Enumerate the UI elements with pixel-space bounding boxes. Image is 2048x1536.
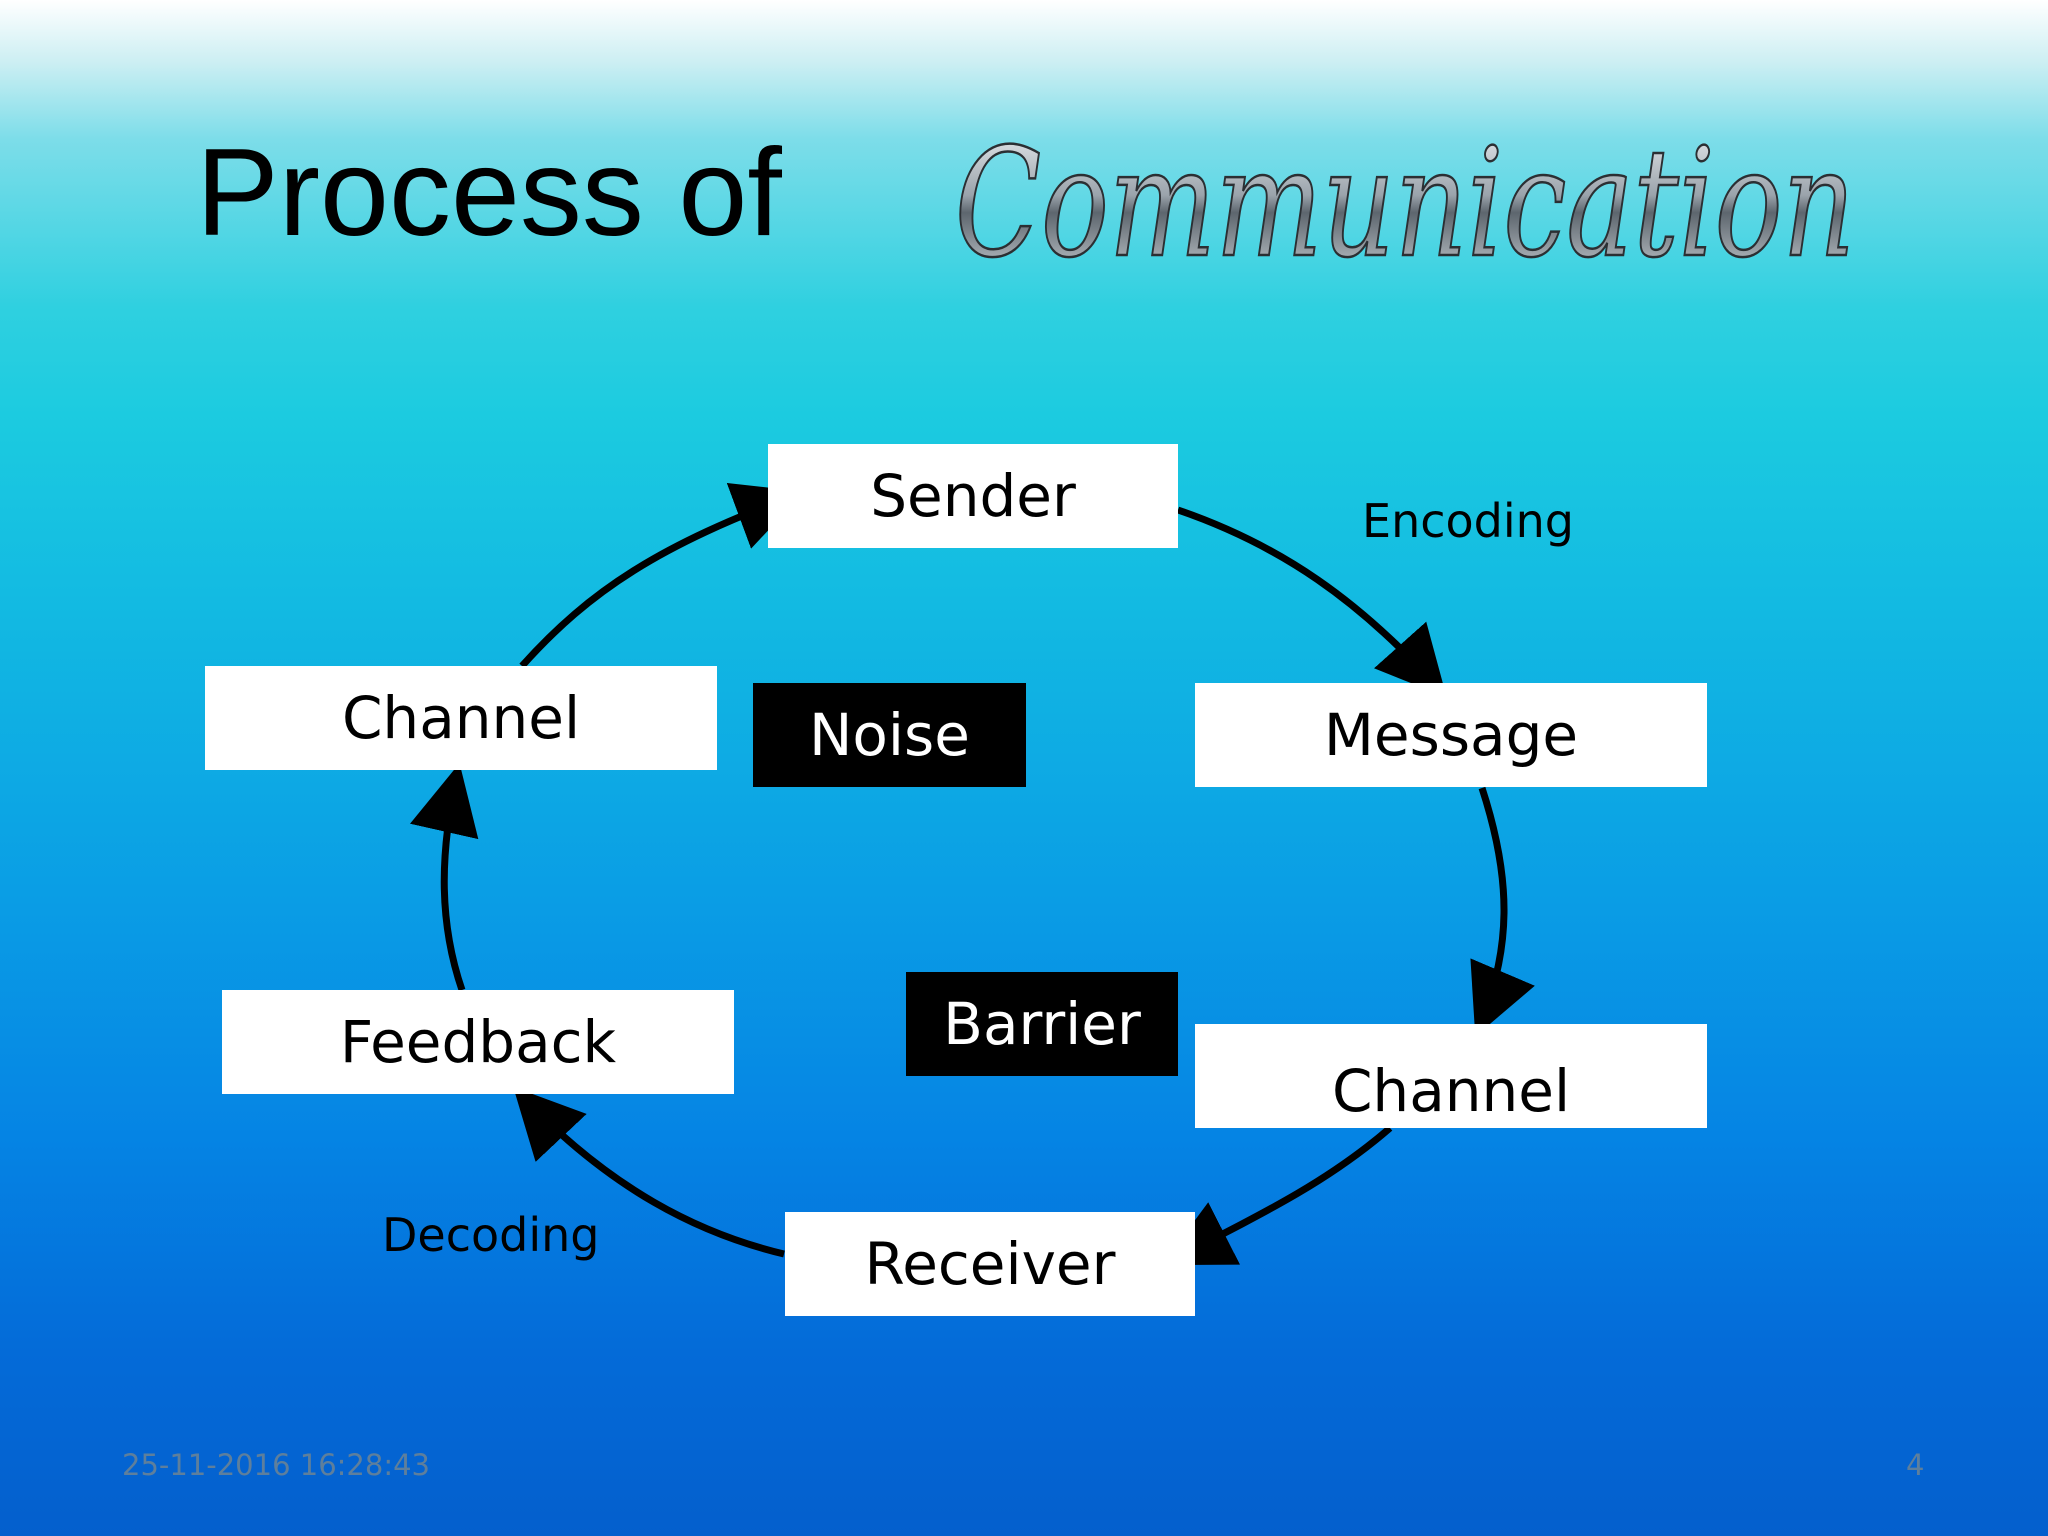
- communication-wordmark: Communication: [954, 116, 1857, 293]
- encoding-label: Encoding: [1362, 494, 1574, 548]
- arrow-channel-to-sender: [519, 483, 805, 669]
- arrow-receiver-to-feedback: [513, 1086, 785, 1258]
- receiver-node: Receiver: [785, 1212, 1195, 1316]
- barrier-node: Barrier: [906, 972, 1178, 1076]
- footer-timestamp: 25-11-2016 16:28:43: [122, 1448, 430, 1482]
- arrow-channel-to-receiver: [1161, 1125, 1393, 1266]
- feedback-node: Feedback: [222, 990, 734, 1094]
- message-node: Message: [1195, 683, 1707, 787]
- channel-left-node: Channel: [205, 666, 717, 770]
- channel-right-node: Channel: [1195, 1024, 1707, 1128]
- decoding-label: Decoding: [382, 1208, 600, 1262]
- slide-title: Process of: [196, 124, 782, 262]
- footer-page-number: 4: [1906, 1448, 1925, 1482]
- arrow-sender-to-message: [1176, 506, 1447, 698]
- arrow-feedback-to-channel: [410, 763, 479, 992]
- wordmark-text: Communication: [955, 117, 1855, 291]
- sender-node: Sender: [768, 444, 1178, 548]
- arrow-message-to-channel: [1470, 786, 1535, 1037]
- noise-node: Noise: [753, 683, 1026, 787]
